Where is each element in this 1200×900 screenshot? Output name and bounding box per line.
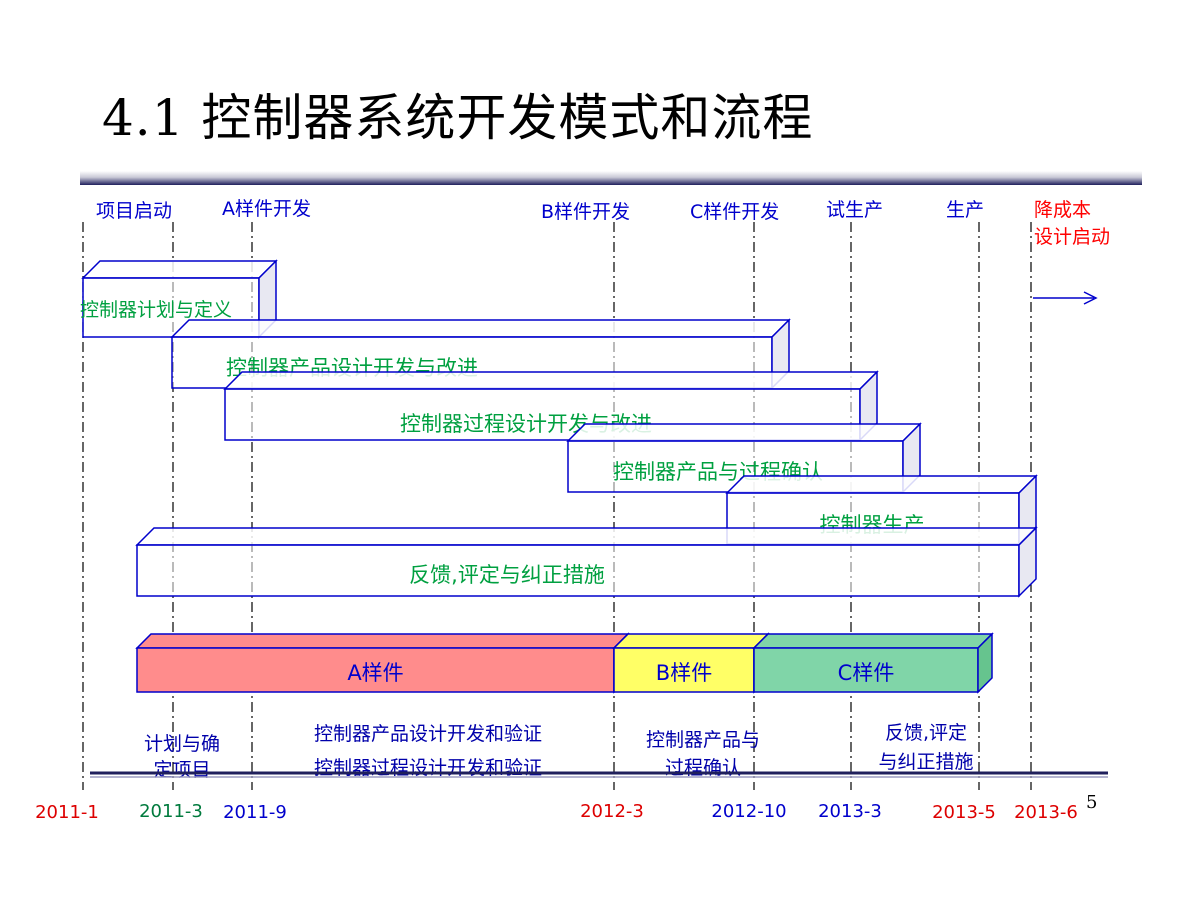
sample-bar-top <box>752 633 994 649</box>
phase-bar-side <box>1018 526 1037 598</box>
activity-label: 计划与确 <box>144 733 220 755</box>
page-number: 5 <box>1086 792 1098 813</box>
milestone-label: 生产 <box>946 199 984 221</box>
sample-bar-side <box>977 632 993 694</box>
activity-label: 控制器产品设计开发和验证 <box>314 723 542 745</box>
sample-bar-front <box>136 647 615 693</box>
activity-label: 过程确认 <box>665 757 741 779</box>
phase-bar-side <box>859 370 878 442</box>
activity-label: 控制器过程设计开发和验证 <box>314 757 542 779</box>
milestone-label: A样件开发 <box>222 198 311 220</box>
phase-bar-top <box>566 423 922 442</box>
sample-label: A样件 <box>347 661 403 685</box>
sample-label: C样件 <box>838 661 895 685</box>
sample-bar-top <box>612 633 770 649</box>
phase-bar-side <box>771 318 790 390</box>
phase-label: 控制器计划与定义 <box>80 299 232 321</box>
title-underline <box>80 171 1142 185</box>
date-label: 2013-6 <box>1014 802 1078 823</box>
phase-bar-top <box>725 475 1038 494</box>
milestone-label: C样件开发 <box>690 201 779 223</box>
phase-bar-side <box>902 422 921 494</box>
milestone-label: 设计启动 <box>1034 226 1110 248</box>
milestone-label: B样件开发 <box>541 201 630 223</box>
activity-label: 定项目 <box>153 759 210 781</box>
phase-bar-front <box>136 544 1020 597</box>
sample-bar-top <box>135 633 630 649</box>
date-label: 2011-3 <box>139 801 203 822</box>
phase-bar-top <box>223 371 879 390</box>
milestone-label: 试生产 <box>826 199 883 221</box>
date-label: 2012-10 <box>711 801 786 822</box>
date-label: 2013-3 <box>818 801 882 822</box>
date-label: 2013-5 <box>932 802 996 823</box>
sample-label: B样件 <box>656 661 712 685</box>
phase-label: 反馈,评定与纠正措施 <box>409 563 605 587</box>
milestone-label: 项目启动 <box>96 200 172 222</box>
arrow-head <box>1083 291 1098 305</box>
phase-bar-top <box>170 319 791 338</box>
phase-bar-top <box>135 527 1038 546</box>
activity-label: 控制器产品与 <box>646 729 760 751</box>
sample-bar-front <box>613 647 755 693</box>
milestone-label: 降成本 <box>1034 199 1091 221</box>
activity-label: 反馈,评定 <box>885 722 967 744</box>
slide-title: 4.1 控制器系统开发模式和流程 <box>102 89 814 147</box>
date-label: 2011-1 <box>35 802 99 823</box>
date-label: 2012-3 <box>580 801 644 822</box>
phase-bar-top <box>81 260 278 279</box>
date-label: 2011-9 <box>223 802 287 823</box>
activity-label: 与纠正措施 <box>878 751 973 773</box>
